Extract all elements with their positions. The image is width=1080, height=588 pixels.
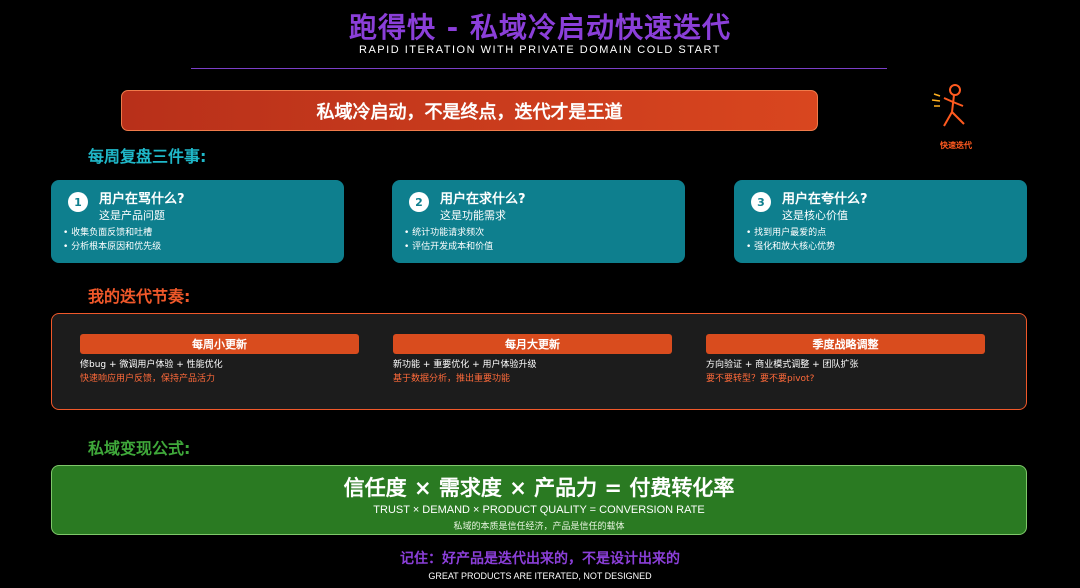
- formula-english: TRUST × DEMAND × PRODUCT QUALITY = CONVE…: [373, 504, 705, 516]
- rhythm-label-monthly: 每月大更新: [393, 334, 672, 354]
- review-card-1: 1 用户在骂什么? 这是产品问题 • 收集负面反馈和吐槽 • 分析根本原因和优先…: [51, 180, 344, 263]
- rhythm-desc: 新功能 + 重要优化 + 用户体验升级: [393, 360, 537, 370]
- rhythm-note: 快速响应用户反馈，保持产品活力: [80, 374, 216, 384]
- formula-panel: 信任度 × 需求度 × 产品力 = 付费转化率 TRUST × DEMAND ×…: [51, 465, 1027, 535]
- step-number-badge: 1: [68, 192, 88, 212]
- rhythm-desc: 修bug + 微调用户体验 + 性能优化: [80, 360, 223, 370]
- card-title: 用户在骂什么?: [99, 192, 185, 207]
- rhythm-panel: 每周小更新 修bug + 微调用户体验 + 性能优化 快速响应用户反馈，保持产品…: [51, 313, 1027, 410]
- card-bullet-list: • 收集负面反馈和吐槽 • 分析根本原因和优先级: [63, 226, 161, 254]
- title-divider: [191, 68, 887, 69]
- bullet-item: • 收集负面反馈和吐槽: [63, 228, 153, 238]
- rhythm-label-weekly: 每周小更新: [80, 334, 359, 354]
- review-card-2: 2 用户在求什么? 这是功能需求 • 统计功能请求频次 • 评估开发成本和价值: [392, 180, 685, 263]
- card-subtitle: 这是核心价值: [782, 209, 848, 222]
- bullet-item: • 评估开发成本和价值: [404, 242, 494, 252]
- bullet-item: • 统计功能请求频次: [404, 228, 485, 238]
- rhythm-note: 基于数据分析，推出重要功能: [393, 374, 511, 384]
- step-number-badge: 3: [751, 192, 771, 212]
- page-title: 跑得快 - 私域冷启动快速迭代: [348, 11, 732, 44]
- step-number-badge: 2: [409, 192, 429, 212]
- card-subtitle: 这是产品问题: [99, 209, 165, 222]
- card-bullet-list: • 找到用户最爱的点 • 强化和放大核心优势: [746, 226, 835, 254]
- formula-note: 私域的本质是信任经济，产品是信任的载体: [453, 522, 625, 532]
- running-person-icon: [931, 84, 965, 127]
- formula-main-text: 信任度 × 需求度 × 产品力 = 付费转化率: [343, 476, 735, 500]
- key-message-banner: 私域冷启动，不是终点，迭代才是王道: [121, 90, 818, 131]
- card-subtitle: 这是功能需求: [440, 209, 506, 222]
- runner-label: 快速迭代: [940, 141, 972, 150]
- page-subtitle: RAPID ITERATION WITH PRIVATE DOMAIN COLD…: [359, 44, 721, 56]
- card-title: 用户在求什么?: [440, 192, 526, 207]
- remember-text: 记住：好产品是迭代出来的，不是设计出来的: [400, 551, 680, 567]
- bullet-item: • 分析根本原因和优先级: [63, 242, 162, 252]
- card-title: 用户在夸什么?: [782, 192, 868, 207]
- review-card-3: 3 用户在夸什么? 这是核心价值 • 找到用户最爱的点 • 强化和放大核心优势: [734, 180, 1027, 263]
- rhythm-note: 要不要转型？要不要pivot?: [706, 374, 815, 384]
- rhythm-section-title: 我的迭代节奏:: [88, 287, 191, 306]
- bullet-item: • 强化和放大核心优势: [746, 242, 836, 252]
- bullet-item: • 找到用户最爱的点: [746, 228, 827, 238]
- rhythm-label-quarterly: 季度战略调整: [706, 334, 985, 354]
- card-bullet-list: • 统计功能请求频次 • 评估开发成本和价值: [404, 226, 493, 254]
- remember-english: GREAT PRODUCTS ARE ITERATED, NOT DESIGNE…: [428, 571, 652, 581]
- formula-section-title: 私域变现公式:: [88, 439, 191, 458]
- rhythm-desc: 方向验证 + 商业模式调整 + 团队扩张: [706, 360, 859, 370]
- review-section-title: 每周复盘三件事:: [88, 147, 207, 166]
